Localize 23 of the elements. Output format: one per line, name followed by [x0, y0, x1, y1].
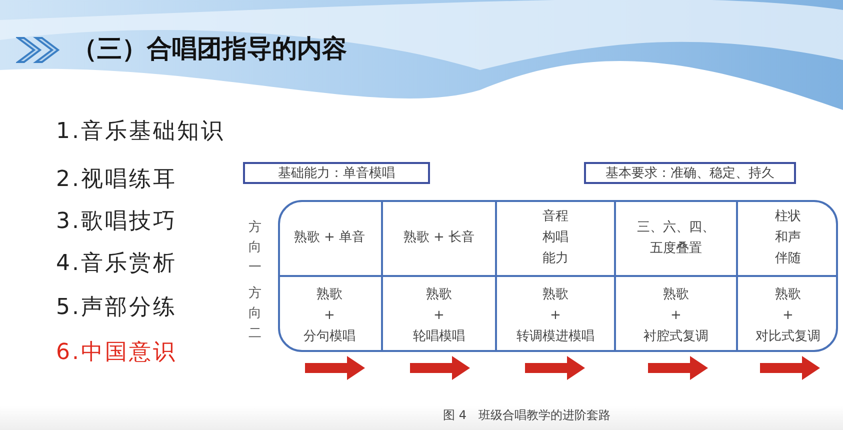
slide-title: （三）合唱团指导的内容	[72, 33, 347, 65]
label-box: 基础能力：单音模唱	[243, 162, 430, 184]
table-cell: 熟歌 + 转调模进模唱	[497, 277, 616, 350]
table-cell: 熟歌 + 衬腔式复调	[616, 277, 738, 350]
table-cell: 熟歌 + 单音	[280, 202, 383, 277]
list-item: 2.视唱练耳	[56, 166, 177, 194]
table-frame	[278, 200, 838, 352]
table-cell: 熟歌 + 对比式复调	[738, 277, 836, 350]
list-item: 5.声部分练	[56, 294, 177, 322]
table-cell: 三、六、四、五度叠置	[616, 202, 738, 277]
table-cell: 柱状和声伴随	[738, 202, 836, 277]
table-cell: 音程构唱能力	[497, 202, 616, 277]
table-cell: 熟歌 + 分句模唱	[280, 277, 383, 350]
row-label: 方向二	[248, 285, 262, 343]
row-label: 方向一	[248, 219, 262, 277]
list-item: 3.歌唱技巧	[56, 208, 177, 236]
label-box: 基本要求：准确、稳定、持久	[584, 162, 796, 184]
table-cell: 熟歌 + 长音	[383, 202, 497, 277]
figure-caption: 图 4 班级合唱教学的进阶套路	[443, 407, 610, 424]
list-item: 4.音乐赏析	[56, 250, 177, 278]
list-item: 6.中国意识	[56, 339, 177, 367]
list-item: 1.音乐基础知识	[56, 118, 225, 146]
table-cell: 熟歌 + 轮唱模唱	[383, 277, 497, 350]
